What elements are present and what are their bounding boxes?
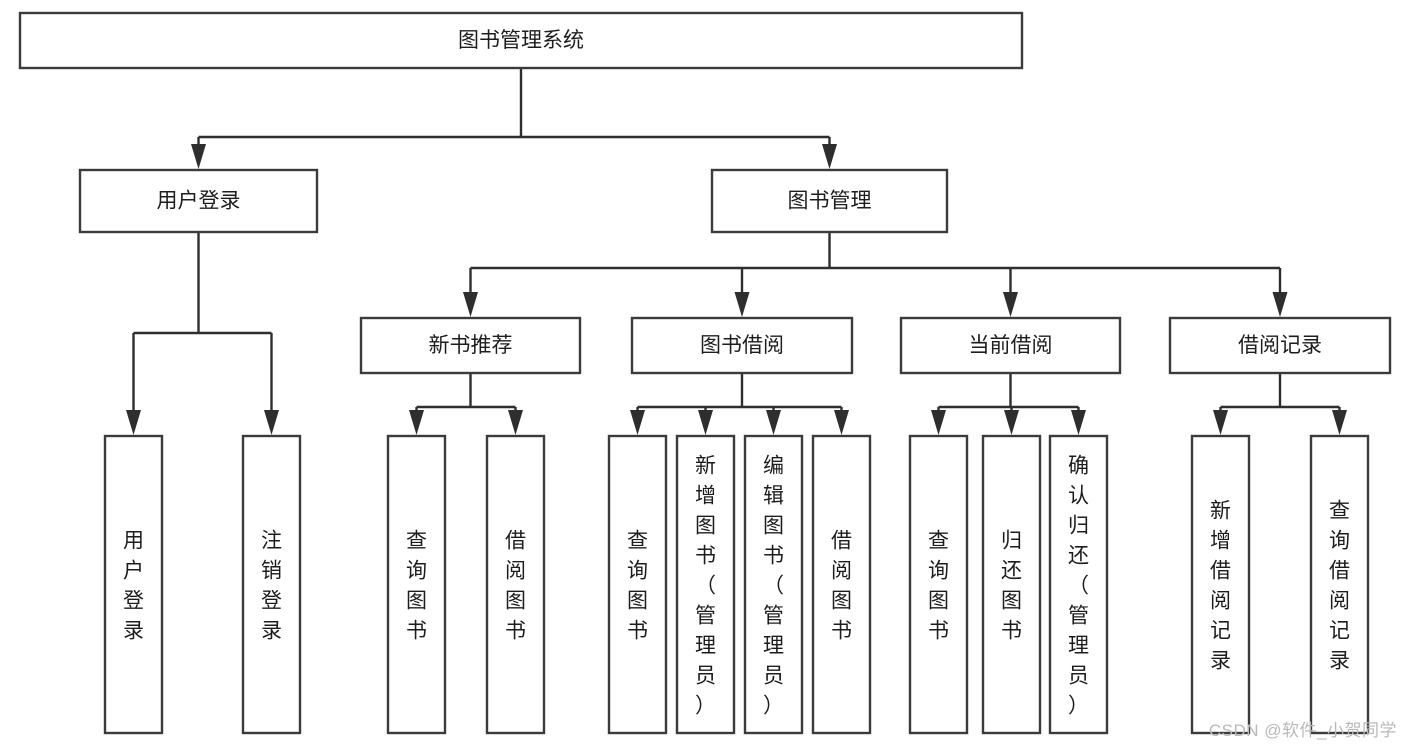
node-box-user-login[interactable]: [78, 168, 319, 234]
node-label-book-borrow: 图书借阅: [700, 334, 784, 357]
node-box-leaf-user-login[interactable]: [103, 434, 164, 735]
connector-layer: [126, 68, 1347, 435]
node-user-login[interactable]: 用户登录: [78, 168, 319, 234]
node-box-leaf-bb-edit[interactable]: [743, 434, 804, 735]
node-new-book-rec[interactable]: 新书推荐: [359, 316, 582, 375]
node-root[interactable]: 图书管理系统: [18, 11, 1024, 70]
node-label-leaf-rec-query: 查询图书: [406, 529, 427, 642]
node-box-leaf-cb-confirm[interactable]: [1048, 434, 1109, 735]
node-book-borrow[interactable]: 图书借阅: [630, 316, 854, 375]
node-book-manage[interactable]: 图书管理: [710, 168, 949, 234]
node-label-leaf-bb-borrow: 借阅图书: [831, 529, 852, 642]
node-label-root: 图书管理系统: [458, 29, 584, 52]
node-box-current-borrow[interactable]: [899, 316, 1122, 375]
csdn-watermark: CSDN @软件_小贺同学: [1208, 721, 1397, 740]
node-leaf-bb-borrow[interactable]: 借阅图书: [811, 434, 872, 735]
node-leaf-logout[interactable]: 注销登录: [241, 434, 302, 735]
node-current-borrow[interactable]: 当前借阅: [899, 316, 1122, 375]
node-label-current-borrow: 当前借阅: [969, 334, 1053, 357]
node-leaf-bb-query[interactable]: 查询图书: [607, 434, 668, 735]
node-box-leaf-bb-add[interactable]: [675, 434, 736, 735]
node-label-borrow-record: 借阅记录: [1238, 334, 1322, 357]
node-label-leaf-cb-return: 归还图书: [1001, 529, 1022, 642]
node-label-leaf-rec-borrow: 借阅图书: [505, 529, 526, 642]
node-label-leaf-br-query: 查询借阅记录: [1329, 499, 1350, 672]
node-label-leaf-bb-add: 新增图书（管理员）: [695, 454, 716, 717]
node-label-leaf-cb-query: 查询图书: [928, 529, 949, 642]
node-leaf-br-add[interactable]: 新增借阅记录: [1190, 434, 1251, 735]
node-label-leaf-bb-edit: 编辑图书（管理员）: [763, 454, 784, 717]
node-box-leaf-rec-borrow[interactable]: [485, 434, 546, 735]
node-leaf-cb-query[interactable]: 查询图书: [908, 434, 969, 735]
node-box-leaf-cb-query[interactable]: [908, 434, 969, 735]
node-label-leaf-bb-query: 查询图书: [627, 529, 648, 642]
node-box-leaf-logout[interactable]: [241, 434, 302, 735]
node-leaf-rec-query[interactable]: 查询图书: [386, 434, 447, 735]
node-leaf-cb-return[interactable]: 归还图书: [981, 434, 1042, 735]
node-box-borrow-record[interactable]: [1168, 316, 1392, 375]
node-box-leaf-br-query[interactable]: [1309, 434, 1370, 735]
node-label-user-login: 用户登录: [157, 190, 241, 213]
node-box-leaf-bb-borrow[interactable]: [811, 434, 872, 735]
node-leaf-bb-add[interactable]: 新增图书（管理员）: [675, 434, 736, 735]
node-box-new-book-rec[interactable]: [359, 316, 582, 375]
node-label-new-book-rec: 新书推荐: [429, 334, 513, 357]
node-label-book-manage: 图书管理: [788, 190, 872, 213]
node-box-book-manage[interactable]: [710, 168, 949, 234]
node-leaf-br-query[interactable]: 查询借阅记录: [1309, 434, 1370, 735]
node-box-leaf-cb-return[interactable]: [981, 434, 1042, 735]
node-box-leaf-bb-query[interactable]: [607, 434, 668, 735]
node-leaf-user-login[interactable]: 用户登录: [103, 434, 164, 735]
node-box-leaf-br-add[interactable]: [1190, 434, 1251, 735]
node-label-leaf-br-add: 新增借阅记录: [1210, 499, 1231, 672]
node-label-leaf-user-login: 用户登录: [123, 529, 144, 642]
node-leaf-bb-edit[interactable]: 编辑图书（管理员）: [743, 434, 804, 735]
node-box-book-borrow[interactable]: [630, 316, 854, 375]
node-box-root[interactable]: [18, 11, 1024, 70]
node-leaf-cb-confirm[interactable]: 确认归还（管理员）: [1048, 434, 1109, 735]
node-layer: 图书管理系统用户登录图书管理新书推荐图书借阅当前借阅借阅记录用户登录注销登录查询…: [18, 11, 1392, 735]
node-box-leaf-rec-query[interactable]: [386, 434, 447, 735]
node-label-leaf-cb-confirm: 确认归还（管理员）: [1068, 454, 1089, 717]
node-borrow-record[interactable]: 借阅记录: [1168, 316, 1392, 375]
node-label-leaf-logout: 注销登录: [261, 529, 282, 642]
node-leaf-rec-borrow[interactable]: 借阅图书: [485, 434, 546, 735]
